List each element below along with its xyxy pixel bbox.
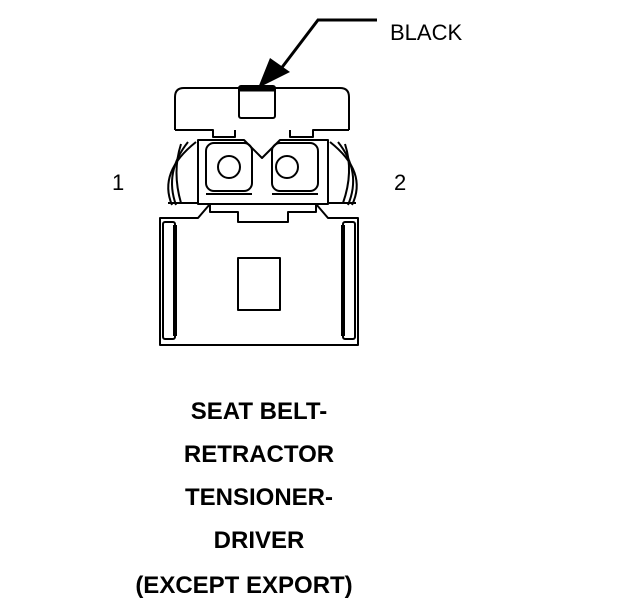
pin-number-2: 2 [394, 170, 406, 195]
callout-label: BLACK [390, 20, 462, 45]
caption-line: TENSIONER- [185, 484, 333, 511]
caption-line: (EXCEPT EXPORT) [135, 572, 352, 599]
pin-number-1: 1 [112, 170, 124, 195]
terminal-cavity-left [205, 142, 253, 192]
caption-line: DRIVER [214, 527, 305, 554]
terminal-cavity-right [271, 142, 319, 192]
connector-caption: SEAT BELT- RETRACTOR TENSIONER- DRIVER (… [135, 398, 352, 599]
callout-leader [258, 18, 377, 88]
lock-window [237, 257, 281, 311]
side-lock-left [167, 141, 198, 206]
callout-arrowhead [258, 58, 290, 88]
cavity-frame [197, 139, 329, 223]
connector-body [159, 85, 359, 346]
lower-housing [159, 203, 359, 346]
terminal-pin-left [217, 155, 241, 179]
side-lock-right [328, 141, 358, 206]
connector-hood [174, 87, 350, 130]
caption-line: SEAT BELT- [191, 398, 327, 425]
terminal-pin-right [275, 155, 299, 179]
caption-line: RETRACTOR [184, 441, 334, 468]
latch-tab [238, 85, 276, 119]
